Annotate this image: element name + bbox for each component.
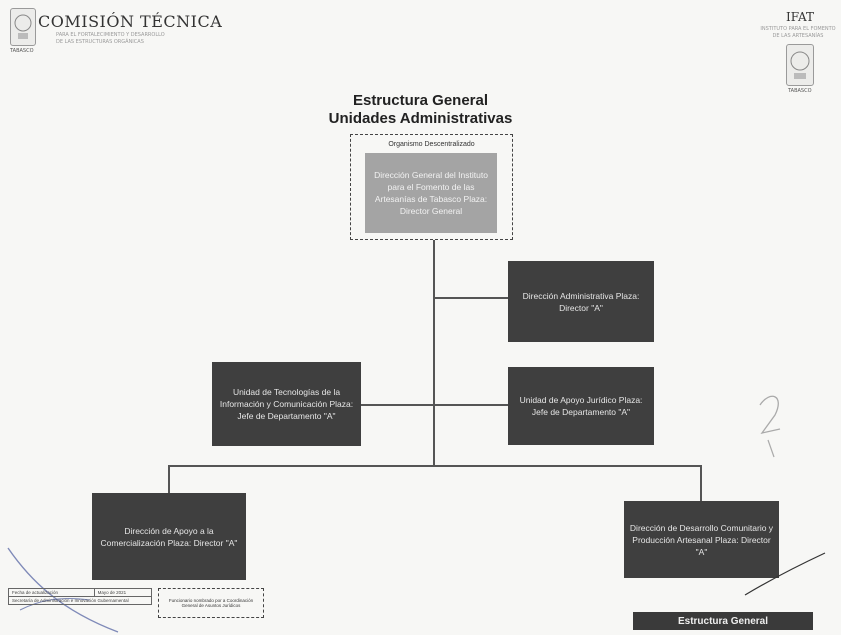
ifat-title: IFAT [786,10,815,24]
footer-note-box: Funcionario nombrado por a Coordinación … [158,588,264,618]
decentralized-frame [350,134,513,240]
tabasco-label-left: TABASCO [10,48,34,54]
node-direccion-comercializacion: Dirección de Apoyo a la Comercialización… [92,493,246,580]
diagram-title-line1: Estructura General [352,92,489,109]
footer-note: Funcionario nombrado por a Coordinación … [168,598,254,608]
node-direccion-administrativa: Dirección Administrativa Plaza: Director… [508,261,654,342]
tabasco-seal-left [10,8,36,46]
handwritten-mark-icon [759,395,781,458]
ifat-subtitle: INSTITUTO PARA EL FOMENTO DE LAS ARTESAN… [760,26,836,39]
decentralized-label: Organismo Descentralizado [388,141,475,148]
fecha-value: Mayo de 2021 [93,588,153,597]
connector-bottom-horizontal [168,465,701,467]
node-unidad-tecnologias: Unidad de Tecnologías de la Información … [212,362,361,446]
diagram-title-line2: Unidades Administrativas [328,110,513,127]
connector-to-administrativa [433,297,508,299]
footer-meta-table: Fecha de actualización Mayo de 2021 Secr… [8,588,153,605]
connector-to-desarrollo [700,465,702,502]
comision-tecnica-title: COMISIÓN TÉCNICA [38,12,223,31]
tabasco-seal-right [786,44,814,86]
comision-subtitle-2: DE LAS ESTRUCTURAS ORGÁNICAS [56,39,144,45]
pen-stroke-icon [744,552,826,596]
comision-subtitle-1: PARA EL FORTALECIMIENTO Y DESARROLLO [56,32,165,38]
seal-icon [790,51,810,79]
node-director-general: Dirección General del Instituto para el … [365,153,497,233]
node-unidad-apoyo-juridico: Unidad de Apoyo Jurídico Plaza: Jefe de … [508,367,654,445]
secretaria-label: Secretaría de Administración e Innovació… [8,596,152,605]
node-direccion-desarrollo: Dirección de Desarrollo Comunitario y Pr… [624,501,779,578]
structure-footer-bar: Estructura General [633,612,813,630]
connector-mid-horizontal [361,404,508,406]
connector-to-comercializacion [168,465,170,495]
connector-main-vertical [433,240,435,465]
seal-icon [14,14,32,39]
fecha-label: Fecha de actualización [8,588,95,597]
tabasco-label-right: TABASCO [788,88,812,94]
